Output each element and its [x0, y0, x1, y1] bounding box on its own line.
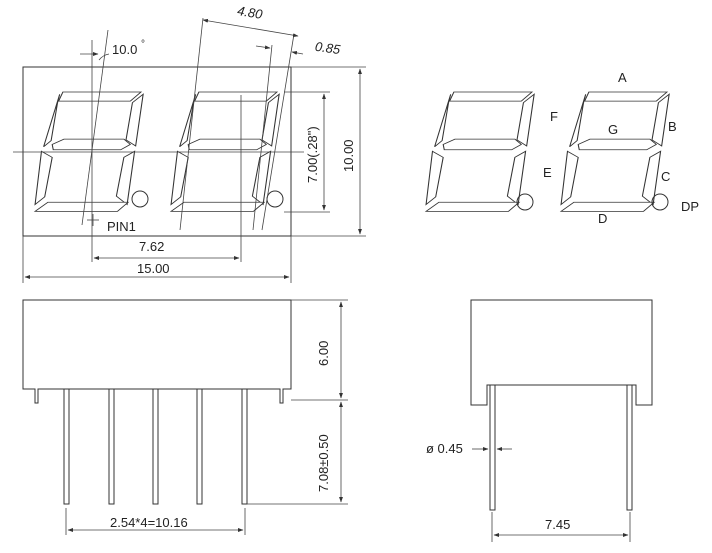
slant-line-4: [252, 44, 273, 231]
dim-0-85-label: 0.85: [314, 39, 342, 57]
segment-digit-1: [425, 91, 535, 212]
dim-7-62-label: 7.62: [139, 239, 164, 254]
segment-label-b: B: [668, 119, 677, 134]
segment-label-dp: DP: [681, 199, 699, 214]
profile-pin-right: [626, 384, 633, 511]
segment-label-f: F: [550, 109, 558, 124]
angle-arc: [98, 53, 110, 61]
segment-map: A B C D E F G DP: [425, 70, 699, 226]
profile-body: [470, 299, 653, 406]
pin-1: [63, 388, 70, 505]
front-body: [22, 66, 292, 237]
dp-dot-2: [266, 190, 284, 208]
dim-15-00-label: 15.00: [137, 261, 170, 276]
dim-10-16-label: 2.54*4=10.16: [110, 515, 188, 530]
side-body: [22, 299, 292, 404]
segment-label-e: E: [543, 165, 552, 180]
segment-dp-1: [516, 193, 534, 211]
segment-label-a: A: [618, 70, 627, 85]
slant-line-2: [179, 17, 204, 231]
profile-pin-left: [489, 384, 496, 511]
slant-line-1: [81, 29, 109, 226]
pin-2: [108, 388, 115, 505]
pin1-label: PIN1: [107, 219, 136, 234]
dim-6-00-label: 6.00: [316, 341, 331, 366]
dim-4-80-label: 4.80: [236, 3, 264, 22]
degree-symbol: °: [141, 39, 145, 50]
dp-dot-1: [131, 190, 149, 208]
pin-5: [241, 388, 248, 505]
dim-7-00-label: 7.00(.28"): [305, 126, 320, 183]
side-view-profile: ø 0.45 7.45: [426, 299, 653, 542]
dim-10-00-label: 10.00: [341, 139, 356, 172]
dim-0-45-label: ø 0.45: [426, 441, 463, 456]
segment-digit-2: [560, 91, 670, 212]
front-view: 10.0 ° 4.80 0.85 PIN1 7.00(.28") 10.00 7…: [13, 3, 366, 283]
segment-dp-2: [651, 193, 669, 211]
segment-label-c: C: [661, 169, 670, 184]
segment-label-d: D: [598, 211, 607, 226]
pin-4: [196, 388, 203, 505]
dim-7-08-label: 7.08±0.50: [316, 434, 331, 492]
dim-7-45-label: 7.45: [545, 517, 570, 532]
dim-line-4-80: [202, 18, 299, 38]
slant-line-3: [261, 33, 295, 231]
side-view-front: 6.00 7.08±0.50 2.54*4=10.16: [22, 299, 348, 535]
segment-label-g: G: [608, 122, 618, 137]
angle-label: 10.0: [112, 42, 137, 57]
pin-3: [152, 388, 159, 505]
